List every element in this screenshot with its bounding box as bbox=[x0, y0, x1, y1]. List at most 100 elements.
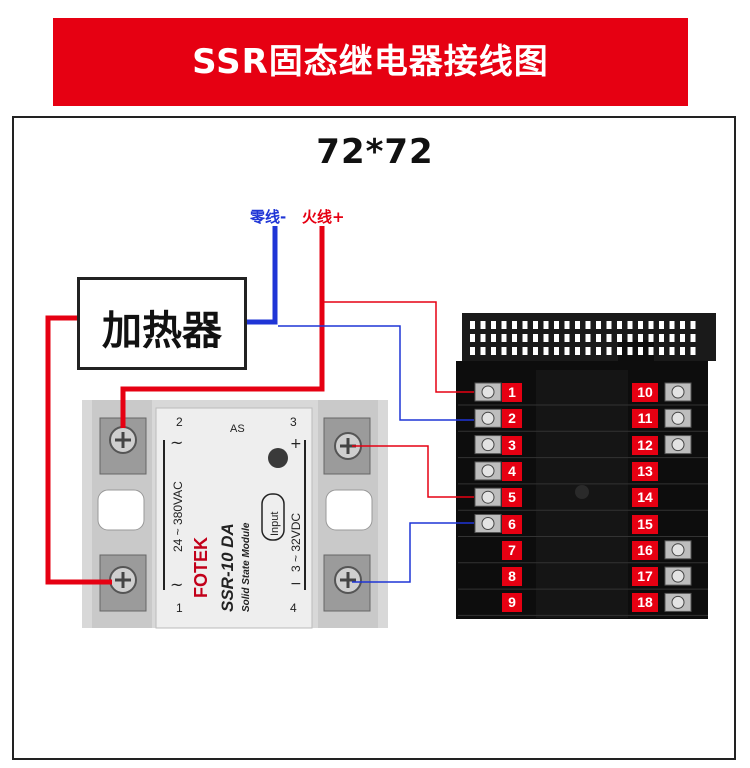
terminal-screw-icon bbox=[474, 461, 502, 481]
vent-slot bbox=[564, 334, 570, 342]
ssr-mount-hole-right bbox=[325, 489, 373, 531]
vent-slot bbox=[564, 347, 570, 355]
controller-clip bbox=[618, 340, 654, 362]
ssr-minus: − bbox=[290, 576, 302, 592]
vent-slot bbox=[596, 347, 601, 355]
wire-neutral-to-heater bbox=[247, 226, 278, 325]
vent-slot bbox=[606, 334, 612, 342]
terminal-label: 6 bbox=[502, 514, 522, 534]
terminal-screw-icon bbox=[664, 435, 692, 455]
vent-slot bbox=[680, 321, 685, 329]
wire-live-to-controller-1 bbox=[324, 301, 474, 393]
vent-slot bbox=[522, 321, 528, 329]
ssr-term-3: 3 bbox=[290, 415, 297, 429]
vent-slot bbox=[680, 334, 685, 342]
ssr-cert: AS bbox=[230, 423, 245, 435]
led-indicator-icon bbox=[268, 448, 288, 468]
controller-screw-icon bbox=[575, 485, 589, 499]
terminal-screw-icon bbox=[664, 592, 692, 612]
vent-slot bbox=[554, 347, 559, 355]
vent-slot bbox=[480, 334, 486, 342]
ssr-tilde-bottom: ~ bbox=[170, 575, 183, 594]
vent-slot bbox=[543, 321, 549, 329]
vent-slot bbox=[638, 334, 643, 342]
terminal-screw-icon bbox=[664, 566, 692, 586]
ssr-ac-range: 24 ~ 380VAC bbox=[171, 481, 185, 552]
terminal-label: 4 bbox=[502, 461, 522, 481]
vent-slot bbox=[501, 347, 507, 355]
terminal-screw-icon bbox=[474, 435, 502, 455]
vent-slot bbox=[606, 321, 612, 329]
terminal-label: 12 bbox=[632, 435, 658, 455]
title-banner: SSR固态继电器接线图 bbox=[53, 18, 688, 106]
vent-slot bbox=[669, 347, 675, 355]
heater-box: 加热器 bbox=[77, 277, 247, 370]
terminal-label: 16 bbox=[632, 540, 658, 560]
size-label: 72*72 bbox=[316, 132, 434, 172]
ssr-term-4: 4 bbox=[290, 601, 297, 615]
vent-slot bbox=[638, 347, 643, 355]
vent-slot bbox=[554, 334, 559, 342]
ssr-input-box bbox=[261, 493, 285, 541]
vent-slot bbox=[585, 334, 591, 342]
terminal-screw-icon bbox=[664, 408, 692, 428]
vent-slot bbox=[680, 347, 685, 355]
live-label: 火线+ bbox=[302, 208, 345, 226]
vent-slot bbox=[659, 321, 664, 329]
terminal-label: 15 bbox=[632, 514, 658, 534]
terminal-screw-icon bbox=[664, 382, 692, 402]
heater-label: 加热器 bbox=[102, 308, 222, 354]
vent-slot bbox=[648, 334, 654, 342]
banner-title: SSR固态继电器接线图 bbox=[192, 42, 549, 82]
vent-slot bbox=[690, 321, 696, 329]
ssr-term-1: 1 bbox=[176, 601, 183, 615]
vent-slot bbox=[596, 321, 601, 329]
vent-slot bbox=[585, 347, 591, 355]
neutral-label: 零线- bbox=[250, 208, 287, 226]
terminal-label: 13 bbox=[632, 461, 658, 481]
vent-slots bbox=[470, 321, 696, 355]
ssr-term-2: 2 bbox=[176, 415, 183, 429]
vent-slot bbox=[659, 334, 664, 342]
vent-slot bbox=[648, 321, 654, 329]
wire-heater-to-ssr-1 bbox=[45, 315, 112, 585]
vent-slot bbox=[491, 321, 496, 329]
vent-slot bbox=[512, 347, 517, 355]
wire-live-to-ssr-2 bbox=[120, 226, 325, 428]
diagram-frame bbox=[12, 116, 736, 760]
ssr-plus: + bbox=[290, 436, 302, 452]
vent-slot bbox=[564, 321, 570, 329]
ssr-face bbox=[155, 407, 313, 629]
vent-slot bbox=[491, 334, 496, 342]
vent-slot bbox=[659, 347, 664, 355]
vent-slot bbox=[575, 347, 580, 355]
terminal-label: 18 bbox=[632, 593, 658, 613]
vent-slot bbox=[470, 347, 475, 355]
terminal-label: 8 bbox=[502, 567, 522, 587]
ssr-input-label: Input bbox=[269, 512, 281, 536]
vent-slot bbox=[543, 347, 549, 355]
wire-ssr-plus-to-controller-5 bbox=[352, 445, 474, 498]
vent-slot bbox=[690, 347, 696, 355]
terminal-label: 2 bbox=[502, 409, 522, 429]
vent-slot bbox=[533, 347, 538, 355]
vent-slot bbox=[470, 321, 475, 329]
terminal-screw-icon bbox=[664, 540, 692, 560]
vent-slot bbox=[627, 347, 633, 355]
vent-slot bbox=[596, 334, 601, 342]
wire-neutral-to-controller-2 bbox=[278, 325, 474, 421]
vent-slot bbox=[480, 347, 486, 355]
vent-slot bbox=[617, 334, 622, 342]
ssr-subtitle: Solid State Module bbox=[241, 522, 252, 612]
vent-slot bbox=[617, 321, 622, 329]
ssr-dc-range: 3 ~ 32VDC bbox=[289, 513, 303, 572]
vent-slot bbox=[575, 321, 580, 329]
vent-slot bbox=[627, 321, 633, 329]
vent-slot bbox=[522, 347, 528, 355]
terminal-label: 11 bbox=[632, 409, 658, 429]
terminal-label: 3 bbox=[502, 435, 522, 455]
vent-slot bbox=[627, 334, 633, 342]
vent-slot bbox=[543, 334, 549, 342]
vent-slot bbox=[512, 321, 517, 329]
